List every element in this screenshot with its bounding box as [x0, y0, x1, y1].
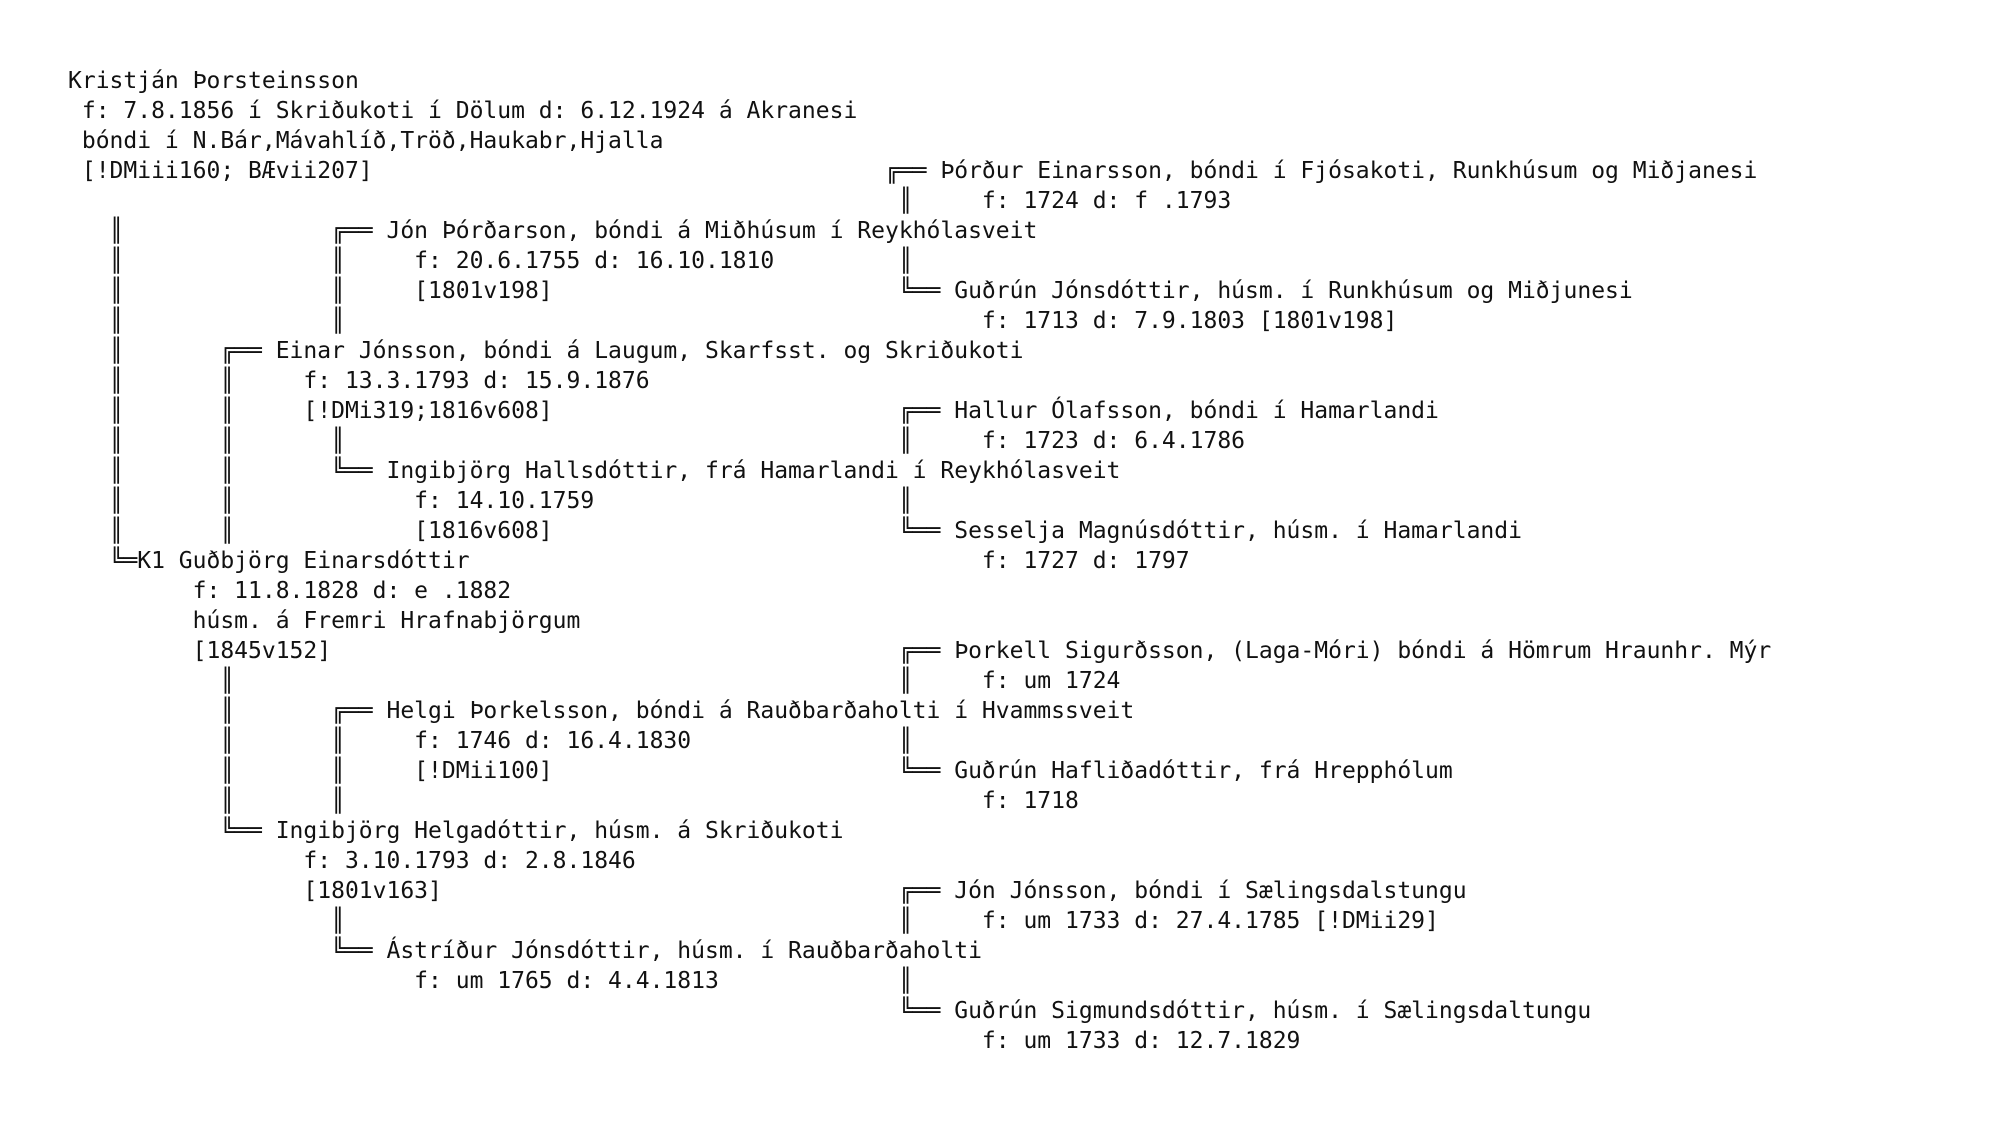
tree-line: ╚══ Ingibjörg Helgadóttir, húsm. á Skrið…: [68, 818, 844, 844]
tree-line: ║ ║ f: um 1733 d: 27.4.1785 [!DMii29]: [68, 908, 1439, 934]
tree-line: ║ ║ f: 20.6.1755 d: 16.10.1810 ║: [68, 248, 913, 274]
tree-line: ║ ║ [1816v608] ╚══ Sesselja Magnúsdóttir…: [68, 518, 1522, 544]
tree-line: ║ ╔══ Helgi Þorkelsson, bóndi á Rauðbarð…: [68, 698, 1135, 724]
tree-line: ║ ║ f: 1746 d: 16.4.1830 ║: [68, 728, 913, 754]
tree-line: f: um 1765 d: 4.4.1813 ║: [68, 968, 913, 994]
tree-line-subject-name: Kristján Þorsteinsson: [68, 68, 359, 94]
tree-line: húsm. á Fremri Hrafnabjörgum: [68, 608, 581, 634]
tree-line: ║ ║ f: 14.10.1759 ║: [68, 488, 913, 514]
tree-line: ║ ║ [!DMii100] ╚══ Guðrún Hafliðadóttir,…: [68, 758, 1453, 784]
tree-line: ║ ║ [1801v198] ╚══ Guðrún Jónsdóttir, hú…: [68, 278, 1633, 304]
tree-line: f: 7.8.1856 í Skriðukoti í Dölum d: 6.12…: [68, 98, 858, 124]
tree-line: ║ ║ ╚══ Ingibjörg Hallsdóttir, frá Hamar…: [68, 458, 1121, 484]
tree-line: ║ ║ ║ ║ f: 1723 d: 6.4.1786: [68, 428, 1246, 454]
tree-line: ╚══ Guðrún Sigmundsdóttir, húsm. í Sælin…: [68, 998, 1592, 1024]
tree-line: ║ ║ f: 1713 d: 7.9.1803 [1801v198]: [68, 308, 1398, 334]
tree-line: ║ ║ [!DMi319;1816v608] ╔══ Hallur Ólafss…: [68, 398, 1439, 424]
tree-line: ║ ║ f: 1718: [68, 788, 1079, 814]
tree-line: ║ ║ f: um 1724: [68, 668, 1121, 694]
tree-line: [1845v152] ╔══ Þorkell Sigurðsson, (Laga…: [68, 638, 1772, 664]
tree-line: [1801v163] ╔══ Jón Jónsson, bóndi í Sæli…: [68, 878, 1467, 904]
tree-line: f: 11.8.1828 d: e .1882: [68, 578, 512, 604]
tree-line: ║ ║ f: 13.3.1793 d: 15.9.1876: [68, 368, 650, 394]
tree-line: ╚══ Ástríður Jónsdóttir, húsm. í Rauðbar…: [68, 938, 982, 964]
tree-line: ║ ╔══ Einar Jónsson, bóndi á Laugum, Ska…: [68, 338, 1024, 364]
tree-line: ║ f: 1724 d: f .1793: [68, 188, 1232, 214]
tree-line: bóndi í N.Bár,Mávahlíð,Tröð,Haukabr,Hjal…: [68, 128, 664, 154]
tree-line: ╚═K1 Guðbjörg Einarsdóttir f: 1727 d: 17…: [68, 548, 1190, 574]
tree-line: [!DMiii160; BÆvii207] ╔══ Þórður Einarss…: [68, 158, 1758, 184]
tree-line: ║ ╔══ Jón Þórðarson, bóndi á Miðhúsum í …: [68, 218, 1038, 244]
tree-line: f: um 1733 d: 12.7.1829: [68, 1028, 1301, 1054]
tree-line: f: 3.10.1793 d: 2.8.1846: [68, 848, 636, 874]
genealogy-tree: Kristján Þorsteinsson f: 7.8.1856 í Skri…: [68, 66, 1771, 1056]
